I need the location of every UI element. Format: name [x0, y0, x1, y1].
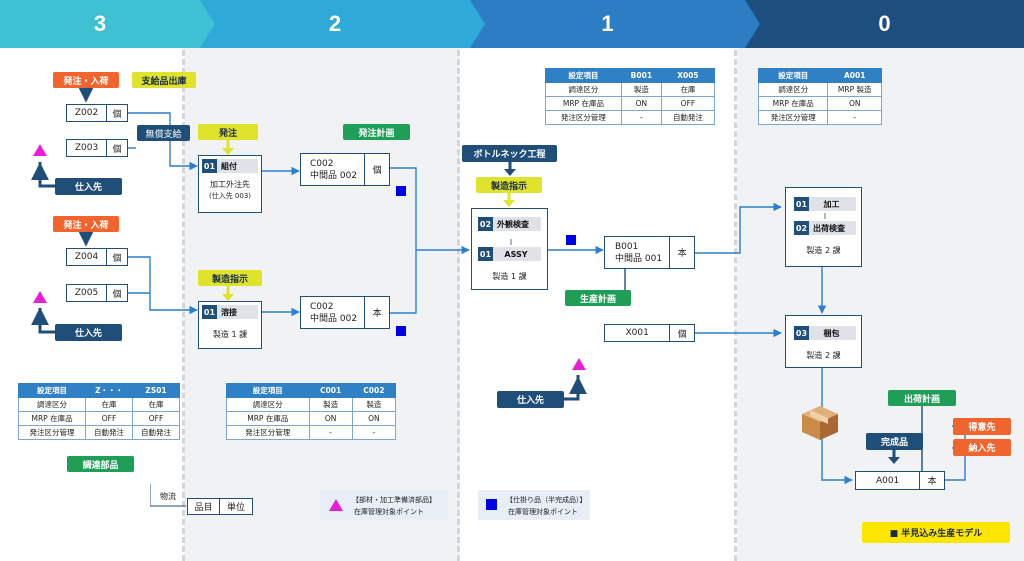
down-arrow-icon: [503, 193, 515, 207]
stage-1: 1: [470, 0, 745, 48]
tag-ship-receive-1: 発注・入荷: [53, 72, 119, 88]
item-z003: Z003 個: [66, 139, 128, 157]
tag-order: 発注: [198, 124, 258, 140]
tag-ship-plan: 出荷計画: [888, 390, 956, 406]
stage-chevrons: [180, 0, 760, 48]
tag-prod-plan: 生産計画: [565, 290, 631, 306]
legend-flow-box: 品目 単位: [187, 498, 253, 515]
divider-2: [457, 50, 460, 561]
tag-supplier-1: 仕入先: [55, 178, 122, 195]
stage-2: 2: [200, 0, 470, 48]
inventory-triangle-icon: [572, 358, 586, 370]
divider-3: [734, 50, 737, 561]
tag-customer: 得意先: [953, 418, 1011, 435]
connector-line: [624, 269, 626, 291]
wip-square-icon: [566, 235, 576, 245]
item-z005: Z005 個: [66, 284, 128, 302]
tag-supply-out: 支給品出庫: [132, 72, 196, 88]
item-a001: A001 本: [855, 471, 945, 490]
inventory-triangle-icon: [33, 144, 47, 156]
wip-square-icon: [486, 499, 497, 510]
down-arrow-icon: [888, 450, 900, 464]
inventory-triangle-icon: [33, 291, 47, 303]
tag-bottleneck: ボトルネック工程: [462, 145, 557, 162]
wip-square-icon: [396, 326, 406, 336]
tag-delivery: 納入先: [953, 439, 1011, 456]
item-x001: X001 個: [604, 324, 695, 342]
legend-square: 【仕掛り品（半完成品）】 在庫管理対象ポイント: [478, 490, 590, 520]
box-icon: [802, 406, 838, 440]
tag-model: ■ 半見込み生産モデル: [862, 522, 1010, 543]
tag-ship-receive-2: 発注・入荷: [53, 216, 119, 232]
tag-supplier-2: 仕入先: [55, 324, 122, 341]
tag-finished: 完成品: [866, 433, 923, 450]
tag-supplier-3: 仕入先: [497, 391, 564, 408]
tag-mfg-instr-1: 製造指示: [198, 270, 262, 286]
item-z002: Z002 個: [66, 104, 128, 122]
legend-flow-line: [150, 484, 186, 507]
down-arrow-icon: [222, 140, 234, 155]
wip-square-icon: [396, 186, 406, 196]
tag-order-plan: 発注計画: [343, 124, 410, 140]
return-arrow-icon: [560, 375, 580, 401]
legend-triangle: 【部材・加工準備済部品】 在庫管理対象ポイント: [320, 490, 448, 520]
legend-flow-label: 物流: [160, 492, 176, 501]
inventory-triangle-icon: [329, 499, 343, 511]
tag-procured-parts: 調達部品: [67, 456, 134, 472]
divider-1: [182, 50, 185, 561]
tag-mfg-instr-2: 製造指示: [476, 177, 542, 193]
tag-free-supply: 無償支給: [137, 125, 190, 141]
item-z004: Z004 個: [66, 248, 128, 266]
down-arrow-icon: [504, 162, 516, 176]
down-arrow-icon: [222, 286, 234, 301]
stage-0: 0: [745, 0, 1024, 48]
stage-3: 3: [0, 0, 200, 48]
